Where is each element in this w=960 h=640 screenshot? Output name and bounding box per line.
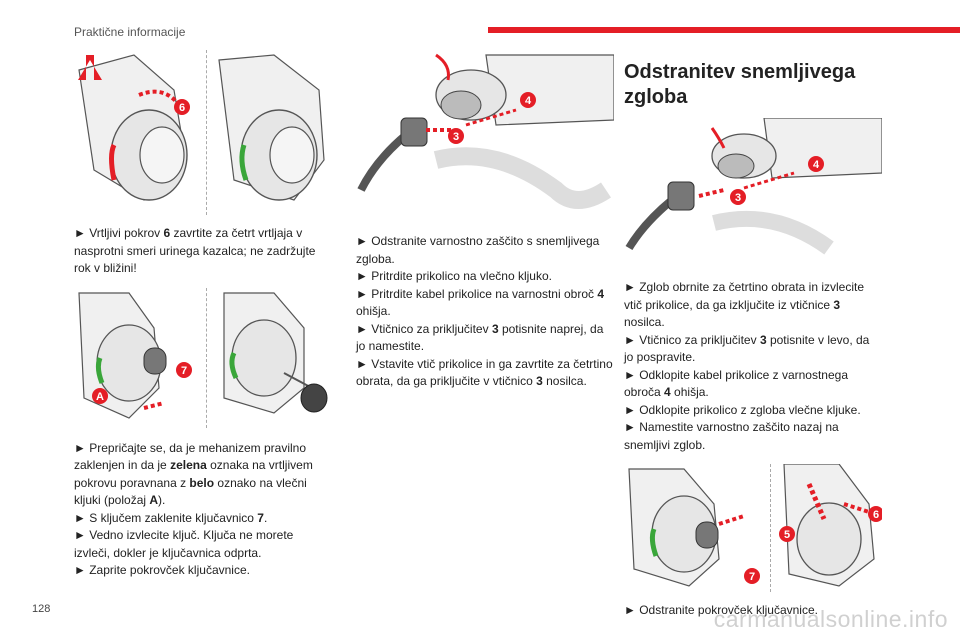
instruction-disconnect: ► Zglob obrnite za četrtino obrata in iz… [624,280,870,452]
badge-4: 4 [813,159,820,171]
instruction-remove-cap: ► Odstranite pokrovček ključavnice. [624,603,818,617]
badge-4: 4 [525,95,532,107]
figure-divider-3 [770,464,771,592]
badge-6: 6 [873,509,879,521]
instruction-connect: ► Odstranite varnostno zaščito s snemlji… [356,234,613,388]
figure-remove-cap: 7 6 5 [624,464,882,592]
figure-lock-key: 7 A [74,287,332,428]
watermark: carmanualsonline.info [713,606,948,632]
figure-disconnect-socket: 4 3 [624,118,882,263]
badge-6: 6 [179,102,185,114]
figure-connect-socket-drawing: 4 3 [357,53,614,209]
badge-5: 5 [784,529,790,541]
badge-3: 3 [735,192,741,204]
running-header: Praktične informacije [74,25,186,39]
section-title: Odstranitev snemljivega zgloba [624,61,856,108]
column-1: 6 ► Vrtljivi pokrov 6 zavrtite za četrt … [74,50,332,580]
badge-7: 7 [749,571,755,583]
badge-3: 3 [453,131,459,143]
badge-A: A [96,391,104,403]
figure-remove-cap-drawing: 7 6 5 [628,464,882,587]
figure-rotate-cover: 6 [74,50,332,215]
figure-connect-socket: 4 3 [356,50,614,215]
column-3: Odstranitev snemljivega zgloba 4 3 ► Zgl… [624,50,882,620]
column-2: 4 3 ► Odstranite varnostno zaščito s sne… [356,50,614,391]
instruction-lock: ► Prepričajte se, da je mehanizem pravil… [74,440,313,578]
header-accent-bar [488,27,960,33]
figure-divider [206,50,207,215]
figure-rotate-cover-drawing: 6 [78,54,325,201]
instruction-rotate: ► Vrtljivi pokrov 6 zavrtite za četrt vr… [74,226,316,275]
figure-divider-2 [206,287,207,428]
badge-7: 7 [181,365,187,377]
figure-disconnect-socket-drawing: 4 3 [625,118,882,255]
figure-lock-key-drawing: 7 A [78,291,328,419]
page-number: 128 [32,603,51,615]
